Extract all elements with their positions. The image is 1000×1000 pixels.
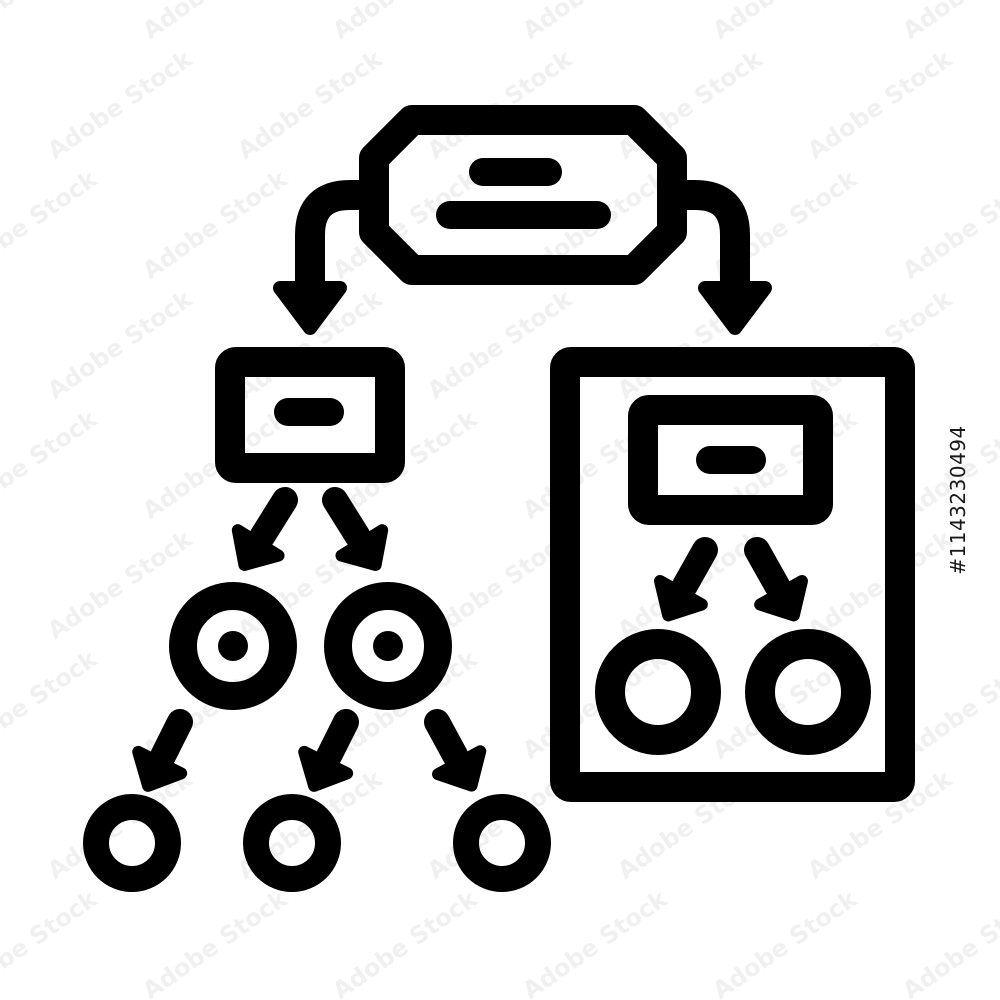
watermark-text: Adobe Stock (137, 884, 293, 1000)
watermark-text: Adobe Stock (0, 884, 103, 1000)
watermark-text: Adobe Stock (992, 764, 1000, 885)
right-branch-arrowhead-icon (698, 281, 772, 335)
watermark-text: Adobe Stock (802, 524, 958, 645)
left-branch-arrowhead-icon (273, 281, 347, 335)
right-panel-circle-left (595, 629, 721, 755)
watermark-text: Adobe Stock (137, 0, 293, 45)
watermark-text: Adobe Stock (0, 164, 103, 285)
level-two-node-left (169, 582, 297, 710)
level-three-node-1 (83, 794, 181, 892)
watermark-text: Adobe Stock (802, 284, 958, 405)
watermark-text: Adobe Stock (992, 524, 1000, 645)
watermark-text: Adobe Stock (802, 44, 958, 165)
watermark-text: Adobe Stock (707, 884, 863, 1000)
arrow-l2-left-to-l3-1-icon (132, 709, 193, 792)
level-three-node-3 (453, 794, 551, 892)
watermark-text: Adobe Stock (707, 0, 863, 45)
watermark-text: Adobe Stock (327, 0, 483, 45)
arrow-l2-right-to-l3-3-icon (424, 709, 487, 792)
watermark-text: Adobe Stock (517, 884, 673, 1000)
watermark-text: Adobe Stock (992, 44, 1000, 165)
arrow-panel-left-icon (654, 537, 718, 622)
watermark-text: Adobe Stock (42, 44, 198, 165)
right-inner-node-box (628, 395, 833, 525)
watermark-text: Adobe Stock (0, 0, 103, 45)
arrow-box-to-left-circle-icon (231, 487, 298, 571)
watermark-text: Adobe Stock (897, 884, 1000, 1000)
arrow-panel-right-icon (744, 537, 808, 622)
watermark-text: Adobe Stock (42, 284, 198, 405)
left-branch-connector (295, 180, 374, 290)
watermark-text: Adobe Stock (897, 164, 1000, 285)
right-branch-connector (672, 180, 750, 290)
right-panel-frame (550, 347, 915, 802)
level-two-node-right (324, 582, 452, 710)
watermark-text: Adobe Stock (422, 44, 578, 165)
stock-id-text: #1143230494 (946, 425, 970, 575)
right-panel-circle-right (745, 629, 871, 755)
watermark-text: Adobe Stock (327, 884, 483, 1000)
flow-arrows (132, 487, 808, 792)
arrow-box-to-right-circle-icon (322, 487, 389, 571)
watermark-text: Adobe Stock (612, 44, 768, 165)
level-two-nodes (169, 582, 452, 710)
watermark-text: Adobe Stock (0, 404, 103, 525)
watermark-text: Adobe Stock (897, 0, 1000, 45)
watermark-text: Adobe Stock (0, 644, 103, 765)
level-three-node-2 (243, 794, 341, 892)
right-panel (550, 347, 915, 802)
left-node-box (215, 347, 405, 483)
branch-connectors (295, 180, 750, 290)
watermark-text: Adobe Stock (137, 164, 293, 285)
watermark-text: Adobe Stock (517, 0, 673, 45)
watermark-text: Adobe Stock (992, 284, 1000, 405)
arrow-l2-right-to-l3-2-icon (298, 709, 359, 792)
level-three-nodes (83, 794, 551, 892)
